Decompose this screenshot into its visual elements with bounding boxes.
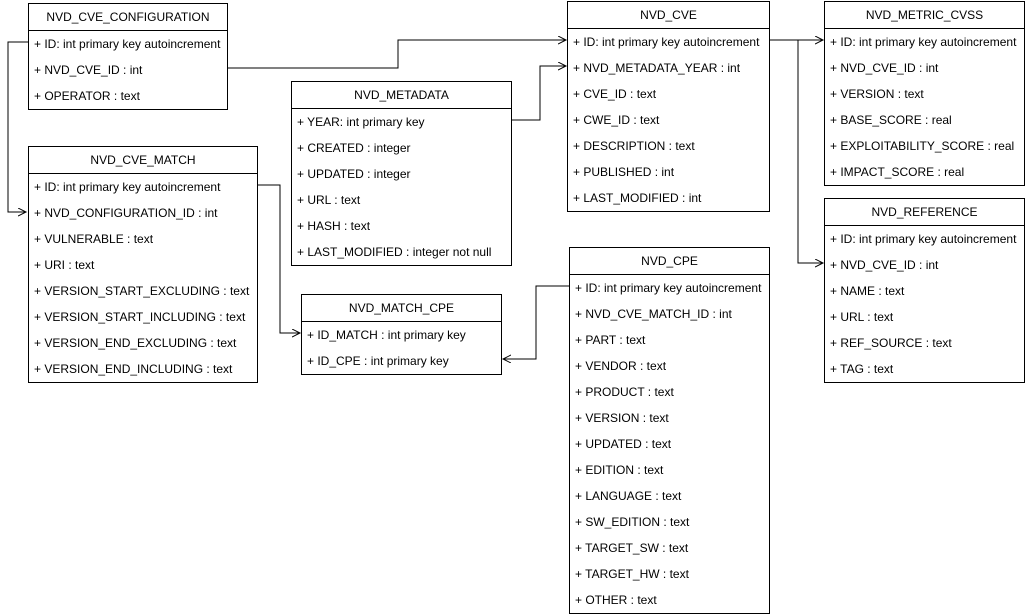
field-row: + PART : text xyxy=(575,333,646,347)
field-row: + LAST_MODIFIED : integer not null xyxy=(297,245,492,259)
entity-title: NVD_METRIC_CVSS xyxy=(825,2,1024,29)
field-row: + VENDOR : text xyxy=(575,359,667,373)
field-row: + PRODUCT : text xyxy=(575,385,674,399)
field-row: + URL : text xyxy=(830,310,894,324)
field-row: + NAME : text xyxy=(830,284,905,298)
field-row: + ID_CPE : int primary key xyxy=(307,354,449,368)
link-metadata-to-cve xyxy=(512,66,566,121)
link-config-to-match xyxy=(7,41,28,212)
field-row: + NVD_CONFIGURATION_ID : int xyxy=(34,206,218,220)
field-row: + HASH : text xyxy=(297,219,371,233)
field-row: + UPDATED : text xyxy=(575,437,672,451)
entity-nvd-metric-cvss[interactable]: NVD_METRIC_CVSS + ID: int primary key au… xyxy=(824,1,1025,186)
field-row: + REF_SOURCE : text xyxy=(830,336,952,350)
field-row: + LANGUAGE : text xyxy=(575,489,682,503)
field-row: + OPERATOR : text xyxy=(34,89,140,103)
entity-title: NVD_REFERENCE xyxy=(825,199,1024,226)
field-row: + TAG : text xyxy=(830,362,894,376)
entity-nvd-match-cpe[interactable]: NVD_MATCH_CPE + ID_MATCH : int primary k… xyxy=(301,294,502,375)
field-row: + VERSION_END_INCLUDING : text xyxy=(34,362,233,376)
entity-title: NVD_METADATA xyxy=(292,82,511,109)
field-row: + IMPACT_SCORE : real xyxy=(830,165,965,179)
field-row: + YEAR: int primary key xyxy=(297,115,425,129)
field-row: + ID: int primary key autoincrement xyxy=(34,180,221,194)
field-row: + TARGET_SW : text xyxy=(575,541,689,555)
field-row: + PUBLISHED : int xyxy=(573,165,675,179)
field-row: + CWE_ID : text xyxy=(573,113,660,127)
field-row: + UPDATED : integer xyxy=(297,167,411,181)
field-row: + ID: int primary key autoincrement xyxy=(34,37,221,51)
field-row: + EXPLOITABILITY_SCORE : real xyxy=(830,139,1015,153)
field-row: + EDITION : text xyxy=(575,463,664,477)
field-row: + VULNERABLE : text xyxy=(34,232,154,246)
entity-nvd-reference[interactable]: NVD_REFERENCE + ID: int primary key auto… xyxy=(824,198,1025,383)
field-row: + NVD_CVE_ID : int xyxy=(830,61,939,75)
entity-nvd-metadata[interactable]: NVD_METADATA + YEAR: int primary key + C… xyxy=(291,81,512,266)
entity-nvd-cve-match[interactable]: NVD_CVE_MATCH + ID: int primary key auto… xyxy=(28,146,258,383)
field-row: + BASE_SCORE : real xyxy=(830,113,952,127)
entity-nvd-cpe[interactable]: NVD_CPE + ID: int primary key autoincrem… xyxy=(569,247,770,614)
field-row: + ID: int primary key autoincrement xyxy=(573,35,760,49)
entity-title: NVD_CVE xyxy=(568,2,769,29)
field-row: + ID: int primary key autoincrement xyxy=(575,281,762,295)
field-row: + TARGET_HW : text xyxy=(575,567,689,581)
link-cpe-to-matchcpe xyxy=(503,285,569,359)
entity-title: NVD_MATCH_CPE xyxy=(302,295,501,322)
field-row: + CREATED : integer xyxy=(297,141,411,155)
field-row: + ID: int primary key autoincrement xyxy=(830,35,1017,49)
field-row: + NVD_METADATA_YEAR : int xyxy=(573,61,741,75)
field-row: + VERSION_END_EXCLUDING : text xyxy=(34,336,237,350)
field-row: + OTHER : text xyxy=(575,593,657,607)
field-row: + NVD_CVE_ID : int xyxy=(830,258,939,272)
field-row: + VERSION_START_EXCLUDING : text xyxy=(34,284,250,298)
field-row: + VERSION : text xyxy=(575,411,669,425)
field-row: + NVD_CVE_ID : int xyxy=(34,63,143,77)
field-row: + CVE_ID : text xyxy=(573,87,657,101)
link-cve-to-reference xyxy=(770,39,823,263)
field-row: + SW_EDITION : text xyxy=(575,515,690,529)
field-row: + ID_MATCH : int primary key xyxy=(307,328,466,342)
field-row: + VERSION_START_INCLUDING : text xyxy=(34,310,246,324)
link-match-to-matchcpe xyxy=(258,184,300,333)
entity-nvd-cve[interactable]: NVD_CVE + ID: int primary key autoincrem… xyxy=(567,1,770,212)
entity-title: NVD_CVE_CONFIGURATION xyxy=(29,4,227,31)
field-row: + VERSION : text xyxy=(830,87,924,101)
entity-nvd-cve-configuration[interactable]: NVD_CVE_CONFIGURATION + ID: int primary … xyxy=(28,3,228,110)
field-row: + ID: int primary key autoincrement xyxy=(830,232,1017,246)
field-row: + DESCRIPTION : text xyxy=(573,139,695,153)
link-config-to-cve xyxy=(228,40,566,69)
field-row: + NVD_CVE_MATCH_ID : int xyxy=(575,307,732,321)
field-row: + URL : text xyxy=(297,193,361,207)
field-row: + URI : text xyxy=(34,258,95,272)
entity-title: NVD_CVE_MATCH xyxy=(29,147,257,174)
entity-title: NVD_CPE xyxy=(570,248,769,275)
field-row: + LAST_MODIFIED : int xyxy=(573,191,702,205)
